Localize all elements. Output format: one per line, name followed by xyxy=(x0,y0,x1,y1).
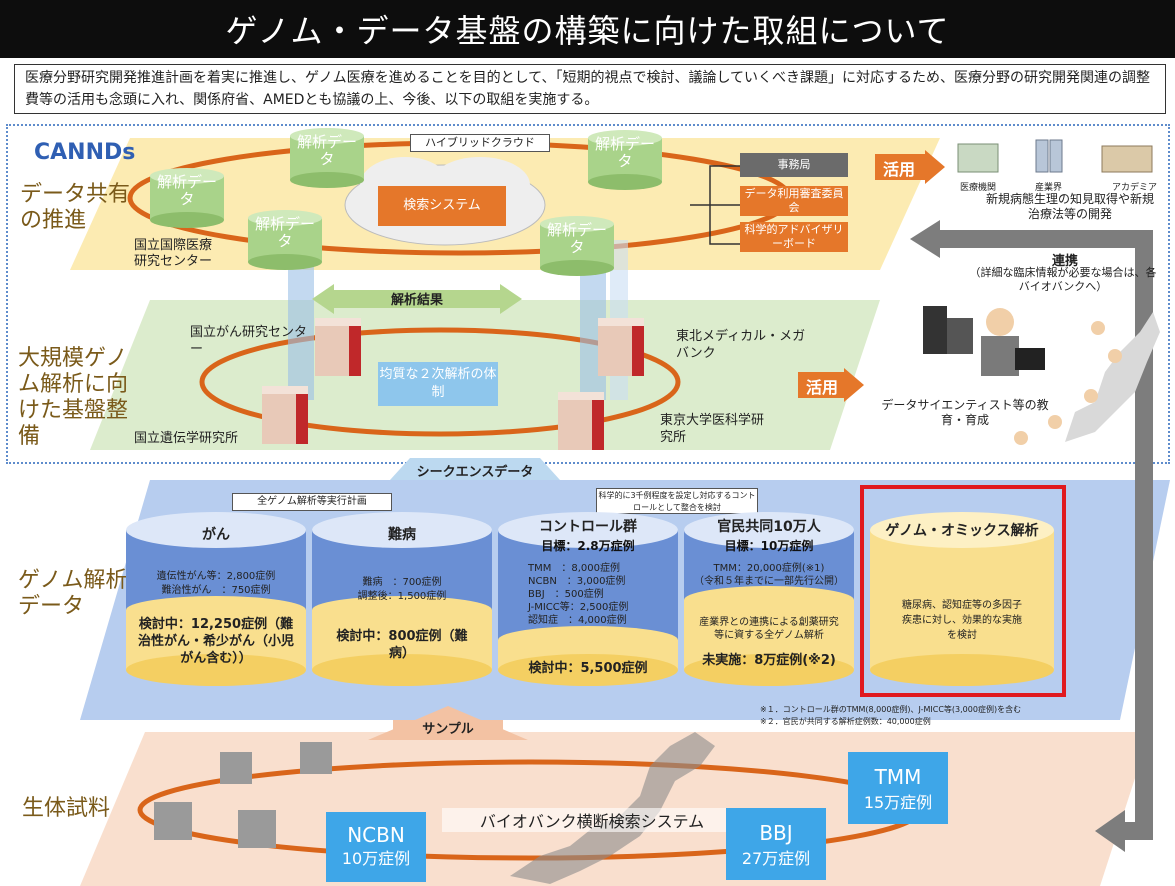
icon-label-industry: 産業界 xyxy=(1035,183,1063,193)
page-title: ゲノム・データ基盤の構築に向けた取組について xyxy=(0,0,1175,58)
hybrid-cloud-label: ハイブリッドクラウド xyxy=(410,134,550,152)
omics-title: ゲノム・オミックス解析 xyxy=(885,523,1039,539)
control-title: コントロール群 xyxy=(539,519,637,535)
secretariat-box: 事務局 xyxy=(740,153,848,177)
cannds-frame xyxy=(6,124,1170,464)
sequence-data-arrow: シークエンスデータ xyxy=(390,458,560,480)
scientist-illustration xyxy=(923,306,1160,445)
icon-label-academia: アカデミア xyxy=(1112,183,1158,193)
activate-arrow-top: 活用 xyxy=(875,150,945,184)
tmm-cube: TMM 15万症例 xyxy=(848,752,948,824)
tokyo-label: 東京大学医科学研究所 xyxy=(660,413,765,445)
sample-arrow: サンプル xyxy=(338,706,558,740)
section-infrastructure: 大規模ゲノム解析に向けた基盤整備 xyxy=(18,346,129,449)
server-icon xyxy=(598,318,644,376)
public-detail-2: （令和５年までに一部先行公開） xyxy=(694,576,844,587)
rare-detail-1: 難病 ：700症例 xyxy=(362,577,442,588)
footnote-2: ※２．官民が共同する解析症例数：40,000症例 xyxy=(760,717,931,726)
scientists-label: データサイエンティスト等の教育・育成 xyxy=(881,398,1049,427)
search-system-box: 検索システム xyxy=(378,186,506,226)
renkei-label: 連携 xyxy=(1051,254,1078,269)
section-genome: ゲノム解析データ xyxy=(18,568,128,619)
control-detail-4: J-MICC等：2,500症例 xyxy=(528,602,629,613)
cannds-label: CANNDs xyxy=(34,140,136,165)
icon-label-medical: 医療機関 xyxy=(960,183,997,193)
section-bio: 生体試料 xyxy=(22,796,111,821)
cancer-bottom: 検討中：12,250症例（難治性がん・希少がん（小児がん含む）） xyxy=(137,617,294,666)
analysis-data-cylinder: 解析データ xyxy=(150,168,224,228)
control-cylinder: コントロール群 目標：2.8万症例 TMM ：8,000症例 NCBN ：3,0… xyxy=(498,512,678,687)
public-bottom: 未実施：8万症例(※2) xyxy=(702,653,836,668)
tmm-count: 15万症例 xyxy=(863,793,933,812)
renkei-note: （詳細な臨床情報が必要な場合は、各バイオバンクへ） xyxy=(969,266,1157,293)
analysis-data-cylinder: 解析データ xyxy=(248,210,322,270)
ncbn-label: NCBN xyxy=(347,823,405,847)
control-bottom: 検討中：5,500症例 xyxy=(528,661,648,676)
public-title: 官民共同10万人 xyxy=(717,519,821,535)
server-icon xyxy=(558,392,604,450)
omics-highlight-frame xyxy=(860,485,1066,697)
grey-cubes xyxy=(154,742,332,848)
control-detail-1: TMM ：8,000症例 xyxy=(528,563,620,574)
cancer-detail-2: 難治性がん ：750症例 xyxy=(161,585,271,596)
knowledge-text: 新規病態生理の知見取得や新規治療法等の開発 xyxy=(985,192,1154,221)
equal-system-box: 均質な２次解析の体制 xyxy=(378,362,498,406)
ncbn-cube: NCBN 10万症例 xyxy=(326,812,426,882)
public-private-cylinder: 官民共同10万人 目標：10万症例 TMM：20,000症例(※1) （令和５年… xyxy=(684,512,854,687)
biobank-search-label: バイオバンク横断検索システム xyxy=(442,808,742,832)
plan-badge: 全ゲノム解析等実行計画 xyxy=(232,493,392,511)
return-arrow xyxy=(910,220,1153,852)
japan-map xyxy=(510,732,715,884)
analysis-data-cylinder: 解析データ xyxy=(540,216,614,276)
bbj-cube: BBJ 27万症例 xyxy=(726,808,826,880)
ncbn-count: 10万症例 xyxy=(341,849,411,868)
ncc-label: 国立がん研究センター xyxy=(190,325,308,357)
control-detail-2: NCBN ：3,000症例 xyxy=(528,576,626,587)
public-detail-1: TMM：20,000症例(※1) xyxy=(713,563,825,574)
tmm-label: TMM xyxy=(874,765,922,789)
omics-detail: 糖尿病、認知症等の多因子疾患に対し、効果的な実施を検討 xyxy=(902,600,1022,641)
bbj-count: 27万症例 xyxy=(741,849,811,868)
control-note: 科学的に3千例程度を設定し対応するコントロールとして整合を検討 xyxy=(596,488,758,514)
control-goal: 目標：2.8万症例 xyxy=(541,539,635,553)
cancer-cylinder: がん 遺伝性がん等：2,800症例 難治性がん ：750症例 検討中：12,25… xyxy=(126,512,306,687)
rare-title: 難病 xyxy=(388,527,416,543)
cancer-detail-1: 遺伝性がん等：2,800症例 xyxy=(156,571,276,582)
tohoku-label: 東北メディカル・メガバンク xyxy=(676,329,806,361)
analysis-data-cylinder: 解析データ xyxy=(588,130,662,190)
server-icon xyxy=(262,386,308,444)
rare-bottom: 検討中：800症例（難病） xyxy=(336,629,468,661)
activate-arrow-middle: 活用 xyxy=(798,368,864,402)
cancer-title: がん xyxy=(202,527,230,543)
ncgm-label: 国立国際医療研究センター xyxy=(134,238,213,269)
bracket-connector xyxy=(690,165,740,245)
footnote-1: ※１．コントロール群のTMM(8,000症例)、J-MICC等(3,000症例)… xyxy=(760,705,1022,714)
use-review-box: データ利用審査委員会 xyxy=(740,186,848,216)
omics-cylinder: ゲノム・オミックス解析 糖尿病、認知症等の多因子疾患に対し、効果的な実施を検討 xyxy=(870,512,1054,687)
public-goal: 目標：10万症例 xyxy=(724,539,814,553)
section-sharing: データ共有の推進 xyxy=(20,182,131,233)
rare-disease-cylinder: 難病 難病 ：700症例 調整後：1,500症例 検討中：800症例（難病） xyxy=(312,512,492,687)
intro-text: 医療分野研究開発推進計画を着実に推進し、ゲノム医療を進めることを目的として、「短… xyxy=(14,64,1166,114)
rare-detail-2: 調整後：1,500症例 xyxy=(357,591,447,602)
public-mid: 産業界との連携による創薬研究等に資する全ゲノム解析 xyxy=(699,617,839,641)
control-detail-5: 認知症 ：4,000症例 xyxy=(528,615,627,626)
nig-label: 国立遺伝学研究所 xyxy=(134,431,239,446)
analysis-data-cylinder: 解析データ xyxy=(290,128,364,188)
server-icon xyxy=(315,318,361,376)
control-detail-3: BBJ ：500症例 xyxy=(528,589,604,600)
bbj-label: BBJ xyxy=(759,821,793,845)
advisory-box: 科学的アドバイザリーボード xyxy=(740,222,848,252)
results-arrow: 解析結果 xyxy=(312,284,522,314)
partner-icons xyxy=(952,138,1162,188)
